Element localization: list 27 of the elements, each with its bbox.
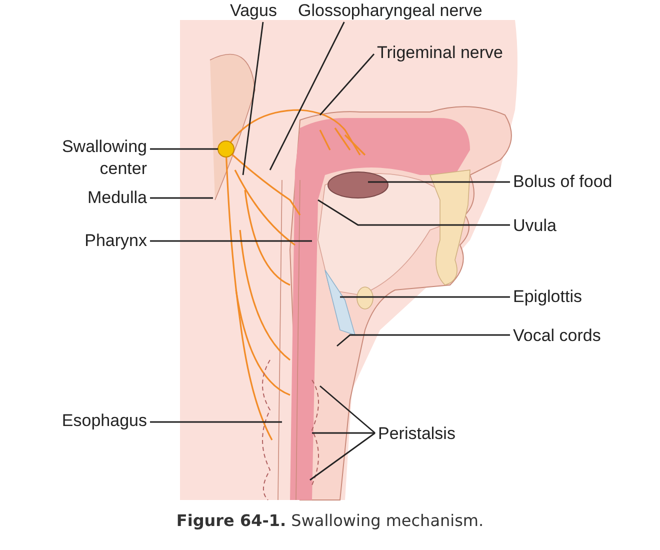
leader-line xyxy=(340,296,510,298)
part-label: Vagus xyxy=(230,0,290,22)
part-label: Vocal cords xyxy=(513,325,653,347)
leader-line xyxy=(336,334,510,347)
part-label: Bolus of food xyxy=(513,171,653,193)
leader-line xyxy=(310,432,376,481)
leader-line xyxy=(368,181,510,183)
part-label: Glossopharyngeal nerve xyxy=(298,0,508,22)
leader-line xyxy=(150,148,218,150)
part-label: Trigeminal nerve xyxy=(377,42,527,64)
part-label: Pharynx xyxy=(30,230,147,252)
leader-line xyxy=(150,421,282,423)
part-label: Swallowing center xyxy=(30,136,147,180)
leader-line xyxy=(150,240,312,242)
leader-line xyxy=(320,385,376,434)
figure-caption: Figure 64-1. Swallowing mechanism. xyxy=(175,511,485,530)
part-label: Peristalsis xyxy=(378,423,488,445)
leader-line xyxy=(319,54,375,116)
leader-line xyxy=(150,197,213,199)
part-label: Epiglottis xyxy=(513,286,613,308)
part-label: Esophagus xyxy=(30,410,147,432)
leader-line xyxy=(269,22,345,170)
part-label: Uvula xyxy=(513,215,613,237)
leader-line xyxy=(318,199,510,226)
leader-line xyxy=(312,432,375,434)
part-label: Medulla xyxy=(30,187,147,209)
leader-line xyxy=(242,22,264,176)
